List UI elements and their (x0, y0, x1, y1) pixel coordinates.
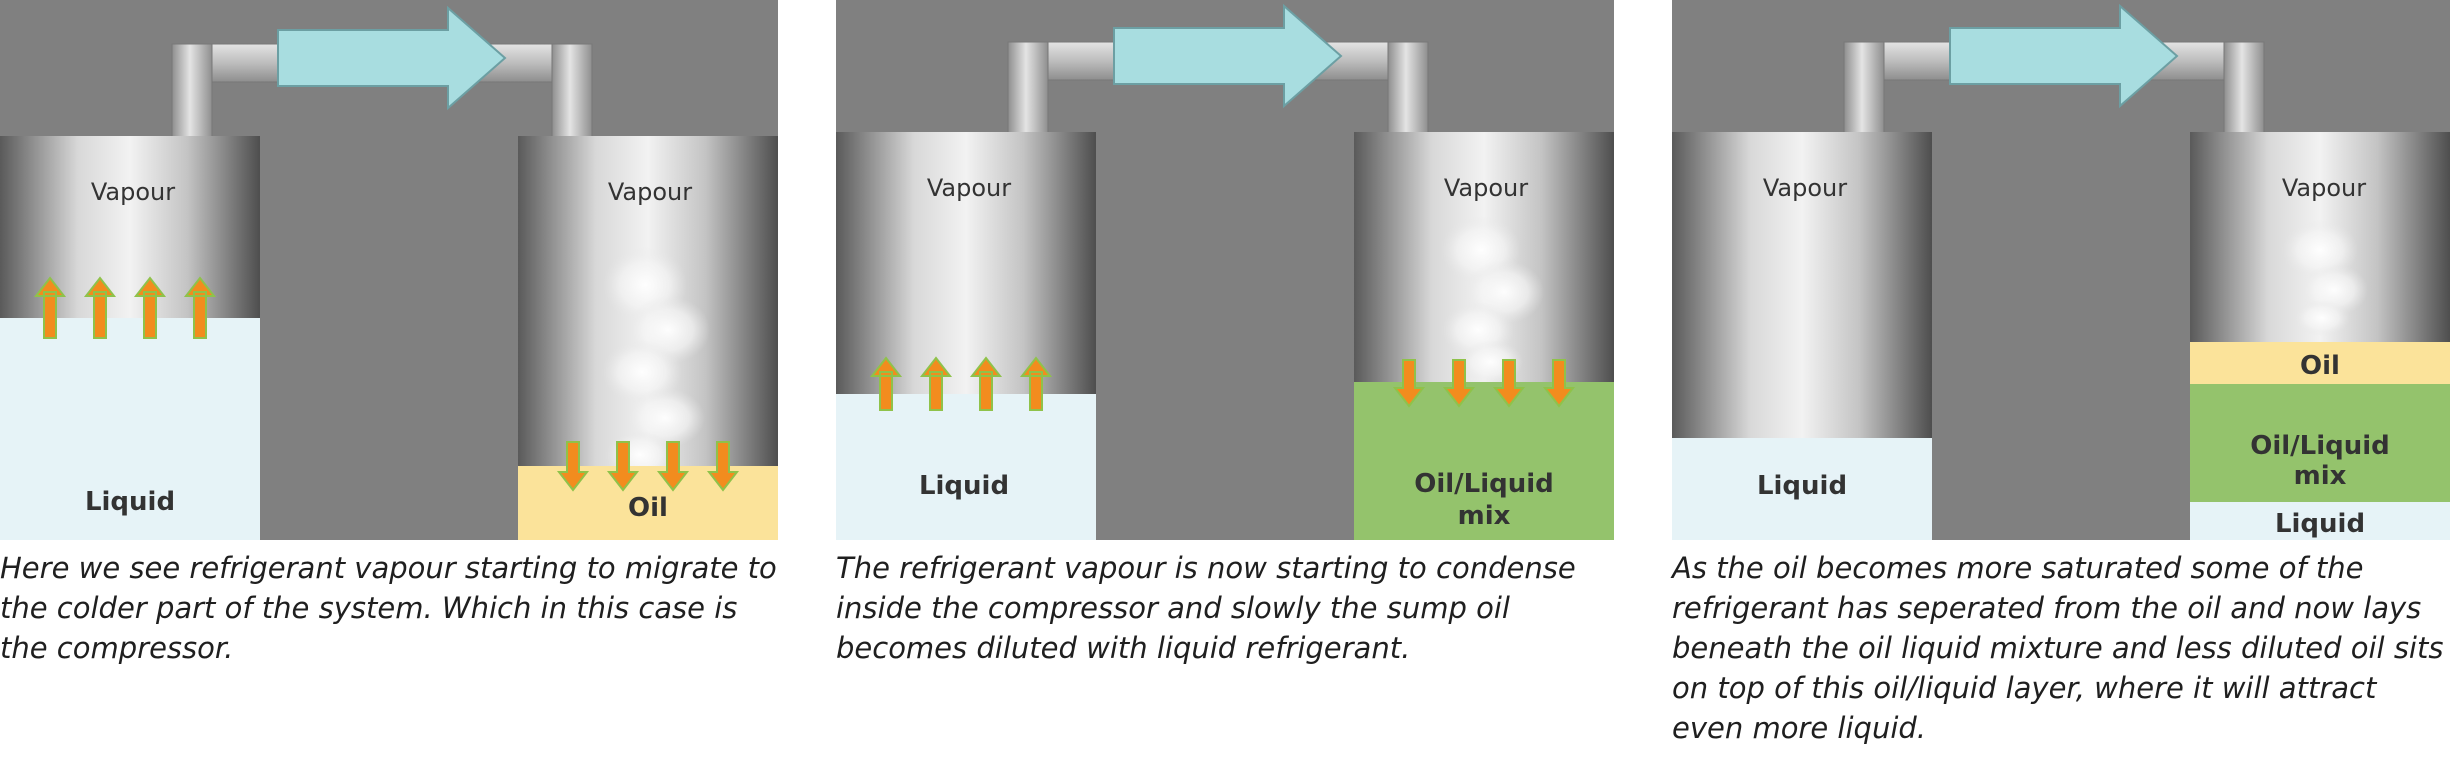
panel-3: Vapour Liquid Vapour Oil Oil/Liquid mix … (1672, 0, 2450, 758)
panel-1-diagram: Vapour Liquid Vapour Oil (0, 0, 778, 540)
panel-3-caption: As the oil becomes more saturated some o… (1672, 551, 2444, 745)
right-tank: Vapour Oil/Liquid mix (1354, 132, 1614, 540)
right-tank-mix-layer (2190, 384, 2450, 502)
panel-1: Vapour Liquid Vapour Oil (0, 0, 778, 758)
condense-down-arrows-icon (1392, 359, 1576, 408)
left-tank: Vapour Liquid (836, 132, 1096, 540)
left-tank-liquid-layer (1672, 438, 1932, 540)
left-tank-liquid-label: Liquid (919, 471, 1009, 501)
right-tank-mix-label-line2: mix (1458, 501, 1511, 531)
left-tank-vapour-label: Vapour (1763, 174, 1847, 202)
right-tank-oil-label: Oil (628, 493, 668, 523)
panel-1-caption: Here we see refrigerant vapour starting … (0, 551, 777, 665)
right-tank-vapour-label: Vapour (1444, 174, 1528, 202)
right-tank-vapour-label: Vapour (2282, 174, 2366, 202)
flow-arrow-icon (277, 5, 507, 111)
right-tank: Vapour Oil (518, 136, 778, 540)
left-tank-liquid-layer (0, 318, 260, 540)
right-tank-mix-label-line2: mix (2294, 461, 2347, 491)
panel-2: Vapour Liquid Vapour Oil/Liquid mix (836, 0, 1614, 758)
right-tank: Vapour Oil Oil/Liquid mix Liquid (2190, 132, 2450, 540)
vapour-smoke (2282, 220, 2368, 336)
left-tank: Vapour Liquid (1672, 132, 1932, 540)
panel-2-caption: The refrigerant vapour is now starting t… (836, 551, 1576, 665)
condense-down-arrows-icon (556, 441, 740, 492)
vapour-up-arrows-icon (869, 356, 1053, 411)
panel-3-diagram: Vapour Liquid Vapour Oil Oil/Liquid mix … (1672, 0, 2450, 540)
right-tank-oil-layer (2190, 342, 2450, 384)
right-tank-liquid-layer (2190, 502, 2450, 540)
left-tank-liquid-label: Liquid (1757, 471, 1847, 501)
flow-arrow-icon (1949, 3, 2179, 109)
vapour-smoke (1441, 216, 1544, 384)
flow-arrow-icon (1113, 3, 1343, 109)
right-tank-mix-layer (1354, 382, 1614, 540)
right-tank-mix-label: Oil/Liquid (1414, 469, 1554, 499)
right-tank-oil-label: Oil (2300, 351, 2340, 381)
left-tank-liquid-label: Liquid (85, 487, 175, 517)
vapour-up-arrows-icon (33, 276, 217, 339)
right-tank-liquid-label: Liquid (2275, 509, 2365, 539)
right-tank-mix-label: Oil/Liquid (2250, 431, 2390, 461)
panel-2-diagram: Vapour Liquid Vapour Oil/Liquid mix (836, 0, 1614, 540)
left-tank-vapour-label: Vapour (91, 178, 175, 206)
left-tank-vapour-label: Vapour (927, 174, 1011, 202)
right-tank-oil-layer (518, 466, 778, 540)
right-tank-vapour-label: Vapour (608, 178, 692, 206)
left-tank: Vapour Liquid (0, 136, 260, 540)
left-tank-liquid-layer (836, 394, 1096, 540)
